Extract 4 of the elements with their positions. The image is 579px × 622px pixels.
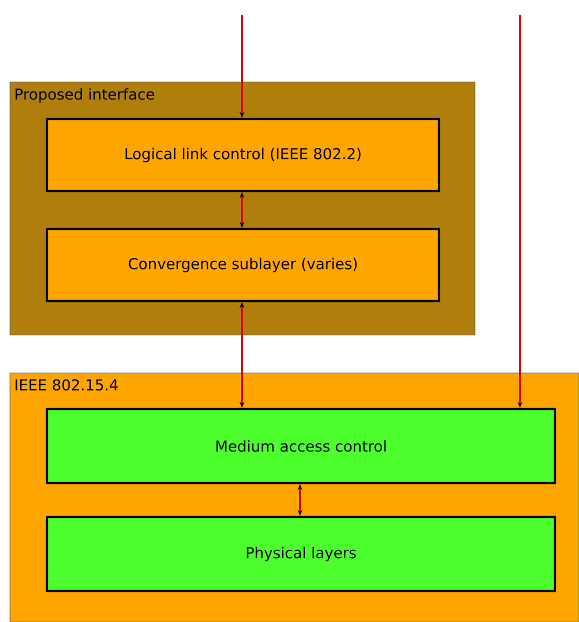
layer-box: Medium access control: [46, 408, 556, 484]
layer-box: Physical layers: [46, 516, 556, 592]
layer-box: Convergence sublayer (varies): [46, 228, 440, 302]
layer-box: Logical link control (IEEE 802.2): [46, 118, 440, 192]
